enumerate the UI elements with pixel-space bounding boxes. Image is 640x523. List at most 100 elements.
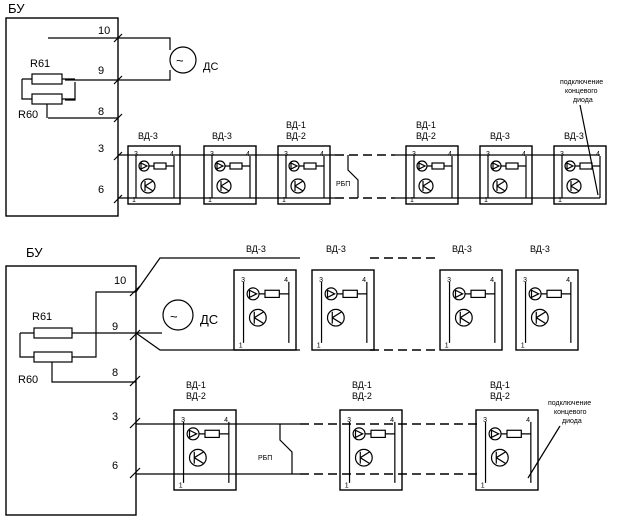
bottom-lower-module-2: ВД-1 ВД-2: [339, 380, 403, 491]
module-internal-10: 3 4 1: [521, 277, 572, 350]
svg-text:ВД-2: ВД-2: [416, 131, 436, 141]
svg-text:ВД-1: ВД-1: [490, 380, 510, 390]
top-resistor-r61-label: R61: [30, 58, 50, 70]
svg-text:3: 3: [412, 151, 416, 158]
bottom-upper-module-2-label: ВД-3: [326, 244, 346, 254]
bottom-resistor-r61-label: R61: [32, 311, 52, 323]
svg-text:4: 4: [362, 277, 366, 284]
svg-text:подключение: подключение: [560, 79, 603, 86]
svg-text:3: 3: [210, 151, 214, 158]
bottom-lower-bus-solid: [136, 423, 300, 475]
top-module-2: ВД-3: [203, 131, 257, 205]
top-resistor-wiring: [21, 78, 75, 118]
svg-text:3: 3: [134, 151, 138, 158]
svg-text:4: 4: [320, 151, 324, 158]
svg-text:ВД-1: ВД-1: [186, 380, 206, 390]
svg-text:4: 4: [566, 277, 570, 284]
svg-text:1: 1: [282, 197, 286, 204]
svg-text:1: 1: [521, 343, 525, 350]
svg-text:концевого: концевого: [554, 409, 587, 416]
svg-text:4: 4: [526, 417, 530, 424]
svg-text:4: 4: [522, 151, 526, 158]
top-internal-wiring: [48, 37, 118, 119]
top-module-1-label: ВД-3: [138, 131, 158, 141]
bottom-upper-module-2: ВД-3: [311, 244, 375, 351]
module-internal-13: 3 4 1: [481, 417, 532, 490]
top-terminal-10: 10: [98, 25, 110, 37]
svg-text:1: 1: [410, 197, 414, 204]
top-sensor-wiring: [118, 37, 171, 81]
svg-text:1: 1: [317, 343, 321, 350]
svg-text:3: 3: [523, 277, 527, 284]
svg-text:подключение: подключение: [548, 400, 591, 407]
top-bus-solid-left: [118, 154, 335, 199]
bottom-control-unit: [5, 265, 137, 516]
top-resistor-r60-label: R60: [18, 109, 38, 121]
svg-text:1: 1: [345, 483, 349, 490]
svg-text:1: 1: [132, 197, 136, 204]
svg-text:1: 1: [208, 197, 212, 204]
top-module-4: ВД-1 ВД-2: [405, 120, 459, 205]
bottom-sensor-circle: [162, 299, 194, 331]
bottom-upper-bus-dashed: [370, 257, 440, 351]
bottom-switch-label: РБП: [258, 455, 272, 462]
svg-text:1: 1: [484, 197, 488, 204]
svg-text:ВД-2: ВД-2: [490, 391, 510, 401]
svg-text:ВД-2: ВД-2: [186, 391, 206, 401]
svg-text:4: 4: [284, 277, 288, 284]
svg-text:ВД-1: ВД-1: [286, 120, 306, 130]
svg-text:3: 3: [483, 417, 487, 424]
top-sensor-label: ДС: [203, 61, 218, 73]
bottom-resistor-r60-label: R60: [18, 374, 38, 386]
bottom-upper-module-4: ВД-3: [515, 244, 579, 351]
bottom-resistor-r61: [33, 327, 73, 339]
bottom-unit-label: БУ: [26, 245, 43, 260]
bottom-upper-module-1-label: ВД-3: [246, 244, 266, 254]
svg-text:1: 1: [481, 483, 485, 490]
bottom-terminal-ticks: [129, 285, 141, 479]
top-module-2-label: ВД-3: [212, 131, 232, 141]
top-switch-label: РБП: [336, 181, 350, 188]
bottom-sensor-glyph: ~: [170, 309, 178, 324]
top-note-pointer: [579, 104, 599, 196]
top-unit-label: БУ: [8, 1, 25, 16]
svg-text:диода: диода: [562, 418, 582, 425]
bottom-lower-module-3: ВД-1 ВД-2: [475, 380, 539, 491]
bottom-terminal-10: 10: [114, 275, 126, 287]
bottom-internal-wiring: [19, 291, 136, 383]
bottom-switch: [279, 424, 293, 474]
top-module-3: ВД-1 ВД-2: [277, 120, 331, 205]
top-module-6: ВД-3: [553, 131, 607, 205]
top-bus-dashed: [335, 154, 395, 199]
bottom-resistor-r60: [33, 351, 73, 363]
svg-text:3: 3: [181, 417, 185, 424]
top-terminal-3: 3: [98, 143, 104, 155]
top-control-unit: [5, 17, 119, 217]
top-resistor-r61: [31, 73, 63, 85]
top-switch: [347, 155, 359, 198]
top-terminal-9: 9: [98, 65, 104, 77]
svg-text:3: 3: [347, 417, 351, 424]
top-bus-solid-right: [395, 154, 600, 199]
svg-text:ВД-2: ВД-2: [286, 131, 306, 141]
bottom-upper-module-1: ВД-3: [233, 244, 297, 351]
top-sensor-glyph: ~: [176, 53, 184, 68]
bottom-upper-module-3: ВД-3: [439, 244, 503, 351]
svg-text:3: 3: [319, 277, 323, 284]
svg-text:3: 3: [560, 151, 564, 158]
top-module-5-label: ВД-3: [490, 131, 510, 141]
bottom-terminal-6: 6: [112, 460, 118, 472]
bottom-upper-bus-solid: [230, 257, 300, 351]
bottom-lower-module-1: ВД-1 ВД-2: [173, 380, 237, 491]
bottom-diagram: БУ 10 9 8 3 6 R61 R60 ~ ДС ВД-3 ВД-3 ВД-…: [5, 244, 591, 516]
